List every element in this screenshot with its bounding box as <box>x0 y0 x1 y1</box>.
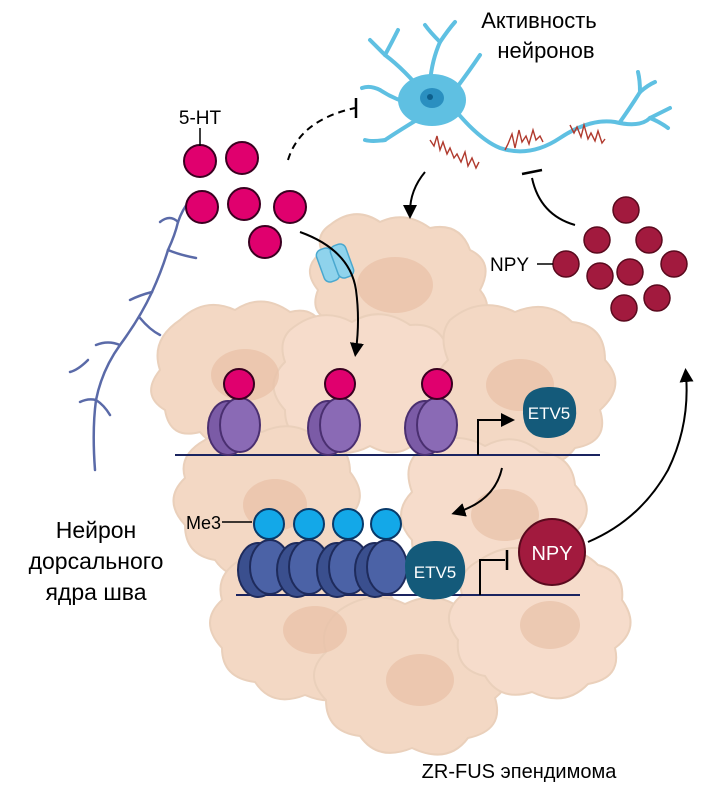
etv5-protein-upper <box>522 386 577 438</box>
npy-molecule <box>583 226 611 254</box>
nucleosome-row-upper <box>207 368 458 456</box>
tumor-nucleus <box>357 257 433 313</box>
serotonin-molecule <box>225 141 259 175</box>
neuron-activity-label-line2: нейронов <box>497 38 594 63</box>
raphe-neuron-label-line1: Нейрон <box>56 517 137 543</box>
etv5-protein-lower <box>405 540 466 600</box>
nucleosome <box>307 368 361 456</box>
npy-inhibition-arc <box>531 177 576 226</box>
npy-molecule <box>612 196 640 224</box>
raphe-neuron-label-line2: дорсального <box>29 548 164 574</box>
etv5-label-upper: ETV5 <box>528 404 571 423</box>
arrow-serotonin-to-chromatin <box>299 231 364 357</box>
neuron-nucleolus <box>427 94 433 100</box>
serotonylation-mark <box>324 368 356 400</box>
promoter-arrow-upper <box>477 413 515 455</box>
npy-molecule <box>635 226 663 254</box>
activity-traces <box>429 122 606 170</box>
nucleosome <box>207 368 261 456</box>
raphe-neuron-label-line3: ядра шва <box>45 579 146 605</box>
neuron <box>360 20 672 154</box>
nucleosome <box>354 508 408 598</box>
arrow-etv5-to-lower <box>451 467 503 517</box>
serotonylation-mark <box>421 368 453 400</box>
serotonin-molecule <box>227 187 261 221</box>
me3-mark <box>293 508 325 540</box>
npy-molecule <box>610 294 638 322</box>
serotonylation-mark <box>223 368 255 400</box>
tumor-nucleus <box>386 654 454 706</box>
npy-molecule <box>552 250 580 278</box>
serotonin-label: 5-HT <box>179 108 222 129</box>
npy-molecule <box>616 258 644 286</box>
nucleosome <box>276 508 330 598</box>
serotonin-cluster <box>183 141 307 259</box>
nucleosome <box>404 368 458 456</box>
me3-mark <box>253 508 285 540</box>
tumor-nucleus <box>471 489 539 541</box>
arrow-npy-to-cluster <box>587 368 694 543</box>
npy-cluster <box>552 196 688 322</box>
tumor-cell-mass <box>150 213 632 756</box>
repression-mark-lower <box>479 559 505 595</box>
npy-gene-product <box>518 518 586 586</box>
serotonin-molecule <box>185 190 219 224</box>
me3-label: Me3 <box>186 513 221 533</box>
npy-cluster-label: NPY <box>490 255 529 276</box>
neuron-activity-label-line1: Активность <box>481 8 597 33</box>
nucleosome-row-lower <box>237 508 408 598</box>
serotonin-molecule <box>248 225 282 259</box>
tumor-nucleus <box>283 606 347 654</box>
npy-molecule <box>643 284 671 312</box>
arrow-neuron-to-tumor <box>403 171 426 219</box>
npy-gene-label: NPY <box>531 543 572 565</box>
etv5-label-lower: ETV5 <box>414 563 457 582</box>
serotonin-inhibition-dashed <box>287 107 356 161</box>
tumor-nucleus <box>520 601 580 649</box>
npy-molecule <box>586 262 614 290</box>
serotonin-molecule <box>183 144 217 178</box>
tumor-label: ZR-FUS эпендимома <box>422 761 618 783</box>
inhibition-bar <box>521 168 543 176</box>
me3-mark <box>332 508 364 540</box>
npy-molecule <box>660 250 688 278</box>
me3-mark <box>370 508 402 540</box>
serotonin-molecule <box>273 190 307 224</box>
